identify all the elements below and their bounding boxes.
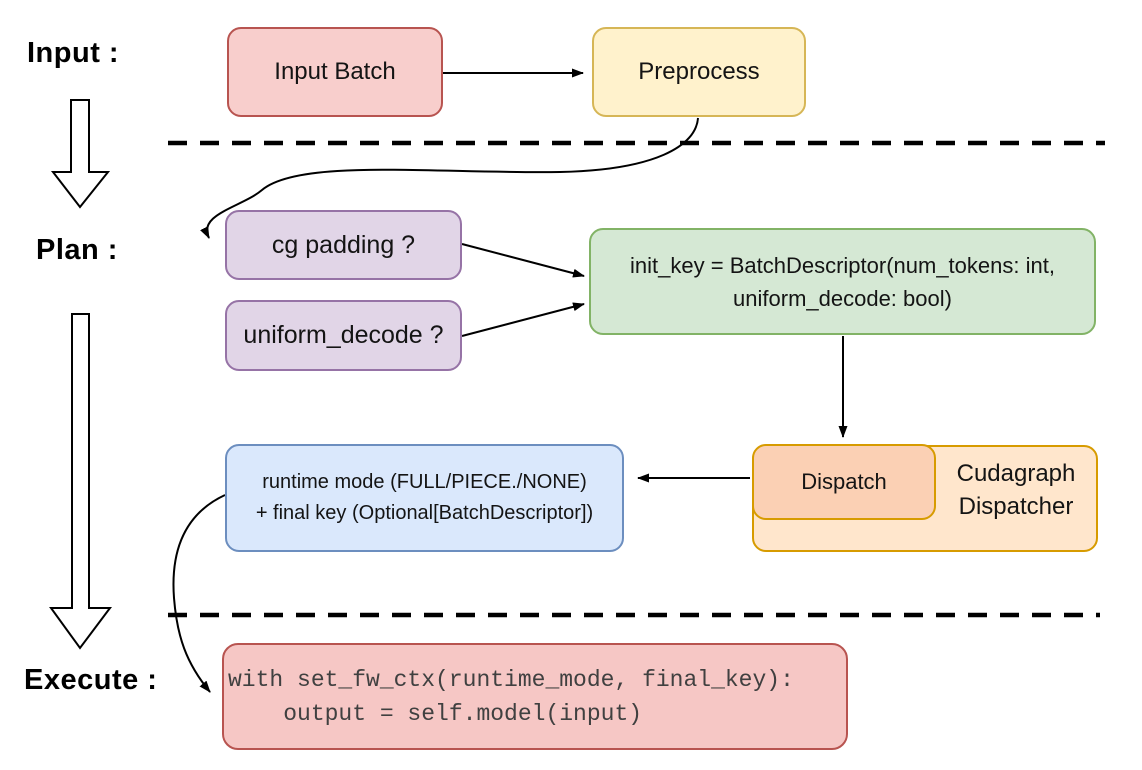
node-init-key-line1: init_key = BatchDescriptor(num_tokens: i… — [630, 252, 1055, 278]
arrow-cg-padding-to-init-key — [461, 243, 585, 278]
node-dispatch: Dispatch — [752, 444, 936, 520]
node-input-batch: Input Batch — [227, 27, 443, 117]
stage-label-execute: Execute : — [24, 664, 158, 696]
execute-code-line2: output = self.model(input) — [228, 700, 643, 727]
node-execute-code: with set_fw_ctx(runtime_mode, final_key)… — [222, 643, 848, 750]
node-dispatch-label: Dispatch — [801, 469, 887, 494]
execute-code-line1: with set_fw_ctx(runtime_mode, final_key)… — [228, 666, 794, 693]
node-runtime-result-line1: runtime mode (FULL/PIECE./NONE) — [262, 471, 587, 493]
cudagraph-label-line1: Cudagraph — [956, 460, 1076, 487]
node-cg-padding-label: cg padding ? — [271, 230, 416, 259]
arrow-uniform-decode-to-init-key — [461, 302, 585, 337]
node-cudagraph-dispatcher-label: Cudagraph Dispatcher — [936, 457, 1096, 523]
plan-to-execute-arrow — [49, 313, 112, 650]
stage-label-input: Input : — [27, 37, 120, 69]
input-to-plan-arrow — [50, 99, 111, 209]
node-runtime-result: runtime mode (FULL/PIECE./NONE) + final … — [225, 444, 624, 552]
curve-runtime-result-to-execute-code — [172, 494, 226, 693]
node-cg-padding: cg padding ? — [225, 210, 462, 280]
node-init-key: init_key = BatchDescriptor(num_tokens: i… — [589, 228, 1096, 335]
node-uniform-decode: uniform_decode ? — [225, 300, 462, 371]
cudagraph-label-line2: Dispatcher — [958, 493, 1074, 520]
node-init-key-line2: uniform_decode: bool) — [733, 285, 952, 311]
stage-label-plan: Plan : — [36, 234, 118, 266]
node-preprocess: Preprocess — [592, 27, 806, 117]
node-input-batch-label: Input Batch — [274, 58, 396, 85]
node-uniform-decode-label: uniform_decode ? — [243, 321, 444, 349]
node-preprocess-label: Preprocess — [638, 58, 760, 85]
node-runtime-result-line2: + final key (Optional[BatchDescriptor]) — [255, 502, 594, 524]
